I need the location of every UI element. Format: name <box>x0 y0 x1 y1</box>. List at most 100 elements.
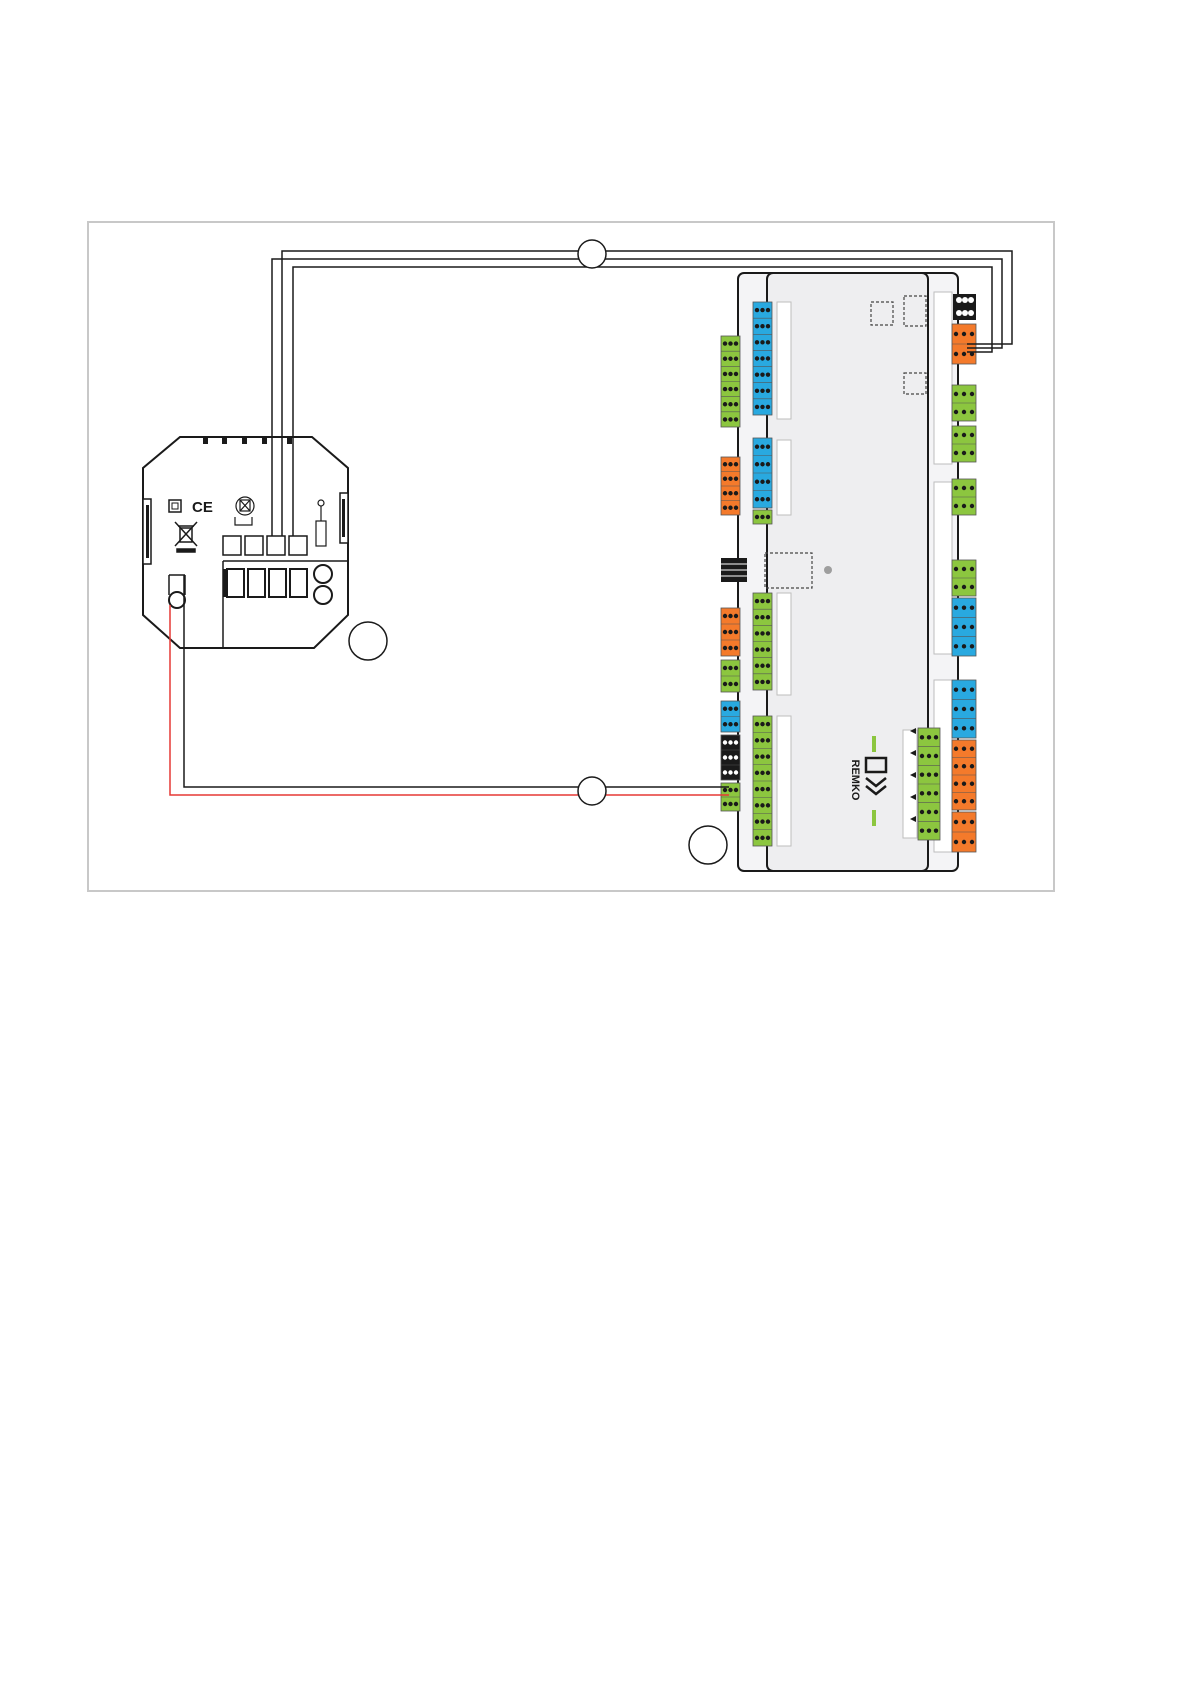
terminal-screw <box>970 567 974 571</box>
terminal-screw <box>927 810 931 814</box>
terminal-screw <box>970 585 974 589</box>
terminal-screw <box>755 647 759 651</box>
screw-hole-lower <box>314 586 332 604</box>
terminal-screw <box>734 682 738 686</box>
terminal-screw <box>755 664 759 668</box>
terminal-screw <box>734 802 738 806</box>
terminal-screw <box>954 605 958 609</box>
terminal-screw <box>760 754 764 758</box>
terminal-screw <box>920 772 924 776</box>
terminal-screw <box>766 631 770 635</box>
terminal-screw <box>766 340 770 344</box>
terminal-screw <box>766 497 770 501</box>
terminal-screw <box>723 740 727 744</box>
callout-lower-cable <box>578 777 606 805</box>
terminal-screw <box>760 647 764 651</box>
terminal-screw <box>760 445 764 449</box>
terminal-screw <box>970 332 974 336</box>
terminal-screw <box>755 803 759 807</box>
terminal-screw <box>934 810 938 814</box>
terminal-screw <box>755 615 759 619</box>
terminal-screw <box>970 782 974 786</box>
terminal-screw <box>954 585 958 589</box>
terminal-screw <box>760 680 764 684</box>
terminal-screw <box>723 372 727 376</box>
terminal-screw <box>760 308 764 312</box>
terminal-screw <box>755 599 759 603</box>
terminal-screw <box>962 687 966 691</box>
terminal-screw <box>728 387 732 391</box>
terminal-screw <box>728 357 732 361</box>
terminal-screw <box>734 707 738 711</box>
terminal-screw <box>766 515 770 519</box>
terminal-screw <box>755 787 759 791</box>
terminal-screw <box>970 504 974 508</box>
terminal-screw <box>962 840 966 844</box>
terminal-screw <box>970 687 974 691</box>
terminal-screw <box>723 462 727 466</box>
terminal-screw <box>954 782 958 786</box>
terminal-screw <box>954 567 958 571</box>
terminal-screw <box>723 802 727 806</box>
terminal-screw <box>760 372 764 376</box>
brand-name: REMKO <box>849 760 861 801</box>
terminal-screw <box>728 788 732 792</box>
terminal-screw <box>723 614 727 618</box>
terminal-screw <box>734 417 738 421</box>
terminal-screw <box>766 308 770 312</box>
terminal-screw <box>970 726 974 730</box>
terminal-screw <box>962 799 966 803</box>
terminal-screw <box>954 820 958 824</box>
terminal-screw <box>954 451 958 455</box>
terminal-screw <box>970 764 974 768</box>
terminal-screw <box>728 614 732 618</box>
terminal-screw <box>954 625 958 629</box>
terminal-screw <box>760 664 764 668</box>
terminal-screw <box>962 504 966 508</box>
terminal-screw <box>734 755 738 759</box>
terminal-screw <box>766 445 770 449</box>
thermostat-lower-terminals <box>223 569 307 597</box>
terminal-screw <box>954 392 958 396</box>
terminal-screw <box>954 332 958 336</box>
terminal-screw <box>954 352 958 356</box>
terminal-screw <box>755 308 759 312</box>
terminal-screw <box>728 477 732 481</box>
terminal-screw <box>962 567 966 571</box>
terminal-screw <box>728 372 732 376</box>
terminal-screw <box>954 644 958 648</box>
terminal-screw <box>723 755 727 759</box>
terminal-screw <box>927 828 931 832</box>
terminal-screw <box>734 770 738 774</box>
terminal-screw <box>760 787 764 791</box>
terminal-screw <box>962 764 966 768</box>
terminal-screw <box>734 722 738 726</box>
terminal-screw <box>728 402 732 406</box>
terminal-screw <box>734 357 738 361</box>
terminal-screw <box>755 631 759 635</box>
terminal-screw <box>723 788 727 792</box>
terminal-screw <box>760 819 764 823</box>
terminal-screw <box>766 771 770 775</box>
terminal-screw <box>766 599 770 603</box>
terminal-screw <box>723 387 727 391</box>
terminal-screw <box>954 687 958 691</box>
terminal-screw <box>723 417 727 421</box>
terminal-screw <box>927 754 931 758</box>
terminal-screw <box>920 810 924 814</box>
terminal-screw <box>970 605 974 609</box>
terminal-screw <box>755 680 759 684</box>
terminal-screw <box>728 802 732 806</box>
terminal-screw <box>766 389 770 393</box>
terminal-screw <box>723 646 727 650</box>
terminal-screw <box>766 372 770 376</box>
terminal-screw <box>766 803 770 807</box>
terminal-screw <box>766 722 770 726</box>
terminal-screw <box>970 799 974 803</box>
terminal-screw <box>755 405 759 409</box>
terminal-screw <box>723 491 727 495</box>
terminal-screw <box>954 707 958 711</box>
terminal-screw <box>728 755 732 759</box>
terminal-screw <box>766 615 770 619</box>
